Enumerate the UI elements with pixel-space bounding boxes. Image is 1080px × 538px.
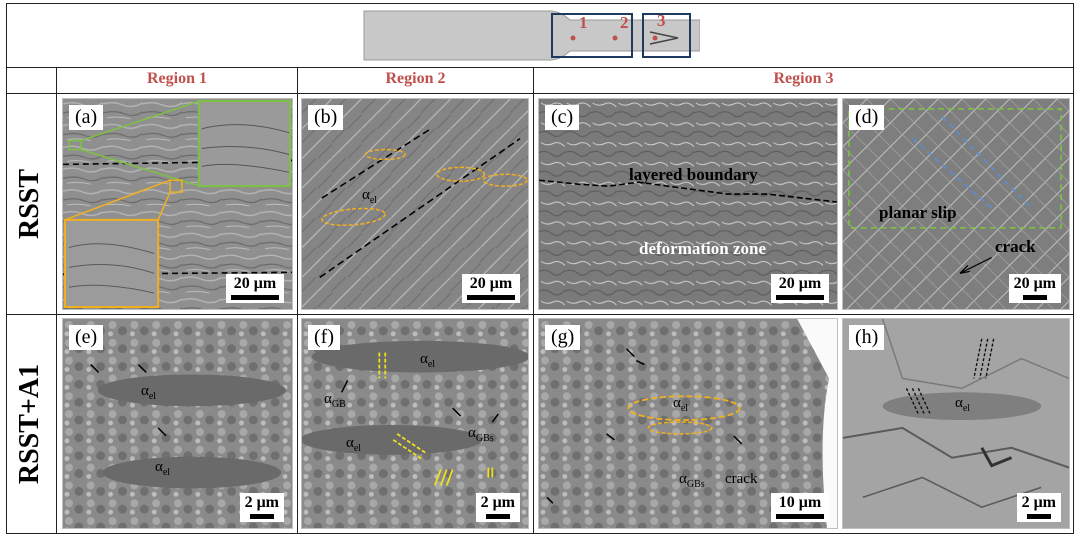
hline-3 xyxy=(6,314,1074,315)
frame-right xyxy=(1073,3,1074,534)
hline-2 xyxy=(6,93,1074,94)
vline-label xyxy=(56,67,57,534)
panel-label-f: (f) xyxy=(308,325,340,350)
panel-g: (g) αel αGBs crack 10 μm xyxy=(538,318,838,529)
panel-label-a: (a) xyxy=(69,105,104,130)
specimen-schematic: 1 2 3 xyxy=(360,8,701,63)
scale-bar-g: 10 μm xyxy=(771,493,829,522)
planar-slip-label: planar slip xyxy=(879,203,957,222)
box-region-1-2 xyxy=(551,13,633,58)
panel-label-d: (d) xyxy=(849,105,885,130)
scale-text-g: 10 μm xyxy=(778,494,822,511)
vline-region-1-2 xyxy=(297,67,298,534)
panel-f: (f) αel αGB αel αGBs 2 μm xyxy=(301,318,529,529)
scale-bar-b: 20 μm xyxy=(462,274,520,303)
scale-text-h: 2 μm xyxy=(1021,494,1056,511)
scale-bar-d: 20 μm xyxy=(1008,274,1061,303)
panel-label-h: (h) xyxy=(849,325,885,350)
panel-label-b: (b) xyxy=(308,105,344,130)
alpha-gb-label-f: αGB xyxy=(324,391,346,410)
panel-b: (b) αel 20 μm xyxy=(301,98,529,310)
alpha-gbs-label-f: αGBs xyxy=(468,425,494,444)
crack-label-d: crack xyxy=(995,237,1036,256)
scale-text-a: 20 μm xyxy=(233,275,277,292)
panel-a: (a) 20 μm xyxy=(62,98,293,310)
box-region-3 xyxy=(642,13,691,58)
row-label-rsst-a1: RSST+A1 xyxy=(14,363,45,485)
scale-bar-e: 2 μm xyxy=(239,493,284,522)
scale-text-e: 2 μm xyxy=(244,494,279,511)
scale-bar-f: 2 μm xyxy=(475,493,520,522)
marker-2: 2 xyxy=(620,13,629,32)
panel-label-c: (c) xyxy=(545,105,580,130)
alpha-el-label-e2: αel xyxy=(155,459,171,478)
sem-image-h xyxy=(843,319,1069,528)
frame-top xyxy=(6,3,1074,4)
marker-1: 1 xyxy=(579,13,588,32)
deformation-zone-label: deformation zone xyxy=(639,239,767,258)
alpha-el-label-e1: αel xyxy=(141,383,157,402)
alpha-gbs-label-g: αGBs xyxy=(679,471,705,490)
scale-text-f: 2 μm xyxy=(480,494,515,511)
scale-bar-h: 2 μm xyxy=(1016,493,1061,522)
vline-region-2-3 xyxy=(533,67,534,534)
hline-1 xyxy=(6,67,1074,68)
panel-d: (d) planar slip crack 20 μm xyxy=(842,98,1070,310)
marker-3: 3 xyxy=(657,11,666,30)
alpha-el-label-b: αel xyxy=(362,187,378,206)
scale-text-b: 20 μm xyxy=(469,275,513,292)
row-label-rsst: RSST xyxy=(14,168,45,240)
region-2-header: Region 2 xyxy=(385,70,446,87)
frame-bottom xyxy=(6,533,1074,534)
panel-label-e: (e) xyxy=(69,325,104,350)
panel-e: (e) αel αel 2 μm xyxy=(62,318,293,529)
alpha-el-label-g: αel xyxy=(673,395,689,414)
panel-label-g: (g) xyxy=(545,325,581,350)
region-1-header: Region 1 xyxy=(147,70,207,87)
scale-bar-c: 20 μm xyxy=(771,274,829,303)
specimen-drawing xyxy=(363,10,701,61)
scale-text-c: 20 μm xyxy=(778,275,822,292)
layered-boundary-label: layered boundary xyxy=(629,165,758,184)
alpha-el-label-f2: αel xyxy=(346,435,362,454)
panel-h: (h) αel 2 μm xyxy=(842,318,1070,529)
scale-bar-a: 20 μm xyxy=(226,274,284,303)
region-3-header: Region 3 xyxy=(773,70,834,87)
alpha-el-label-f1: αel xyxy=(420,351,436,370)
panel-c: (c) layered boundary deformation zone 20… xyxy=(538,98,838,310)
crack-label-g: crack xyxy=(725,471,758,487)
alpha-el-label-h: αel xyxy=(955,395,971,414)
scale-text-d: 20 μm xyxy=(1013,275,1056,292)
frame-left xyxy=(6,3,7,534)
